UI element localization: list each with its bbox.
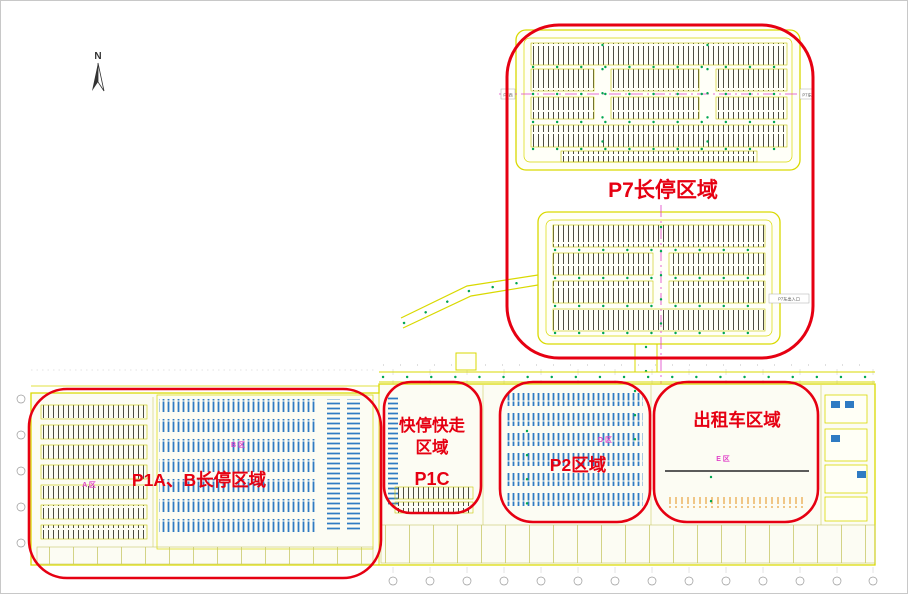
- connector-road: [634, 344, 658, 381]
- p1ab-zone-label: P1A、B长停区域: [132, 470, 267, 490]
- p7-lower-stall-rows: [552, 224, 766, 332]
- p1c-zone-outline: [382, 380, 483, 515]
- p1ab-garage: [36, 394, 374, 565]
- grid-bubbles: [16, 394, 878, 586]
- p1ab-zone-outline: [27, 387, 383, 580]
- north-arrow-label: N: [94, 51, 101, 62]
- p7-entrance-sign-label: P7东出入口: [778, 296, 800, 303]
- p1ab-service-rooms: [36, 546, 374, 565]
- p1a-stall-rows: [40, 404, 148, 540]
- zone-b-label: B 区: [231, 441, 245, 449]
- zone-annotations: P7长停区域 P1A、B长停区域 快停快走 区域 P1C P2区域 出租车区域: [27, 23, 820, 580]
- p1b-stall-rows: [159, 399, 360, 532]
- elevator-block: [845, 401, 854, 408]
- p7-zone-outline: [505, 23, 815, 360]
- plan-zone-letters: A 区 B 区 D 区 E 区: [82, 436, 730, 489]
- north-arrow-dark-half: [92, 63, 98, 91]
- service-rooms-right: [824, 394, 868, 522]
- p2-interior: [507, 389, 643, 515]
- p7-zone-label: P7长停区域: [608, 178, 718, 202]
- p7-upper-lot: P7西 P7东: [499, 29, 815, 171]
- p7-east-sign-label: P7东: [802, 92, 811, 98]
- north-arrow-light-half: [97, 62, 105, 92]
- p2-zone-label: P2区域: [550, 455, 607, 475]
- p1c-zone-label-line1: 快停快走: [399, 415, 466, 435]
- p7-upper-stall-rows: [530, 42, 788, 163]
- concourse-rooms: [380, 524, 876, 564]
- access-ramp: [400, 274, 539, 329]
- taxi-interior: [665, 470, 809, 519]
- elevator-block: [831, 401, 840, 408]
- taxi-zone-label: 出租车区域: [693, 410, 781, 430]
- p7-lower-lot: P7东出入口: [537, 205, 810, 384]
- p2-zone-outline: [498, 380, 652, 524]
- road-kiosk: [455, 352, 477, 371]
- zone-e-label: E 区: [716, 455, 730, 463]
- taxi-zone-outline: [652, 380, 820, 524]
- taxi-queue-stalls: [669, 497, 807, 508]
- zone-d-label: D 区: [598, 436, 612, 444]
- p1c-zone-label-line3: P1C: [414, 469, 449, 489]
- zone-a-label: A 区: [82, 481, 96, 489]
- p7-entrance-sign: [768, 293, 810, 304]
- p1c-zone-label-line2: 区域: [416, 437, 450, 457]
- elevator-block: [831, 435, 840, 442]
- elevator-block: [857, 471, 866, 478]
- north-arrow: N: [92, 51, 105, 92]
